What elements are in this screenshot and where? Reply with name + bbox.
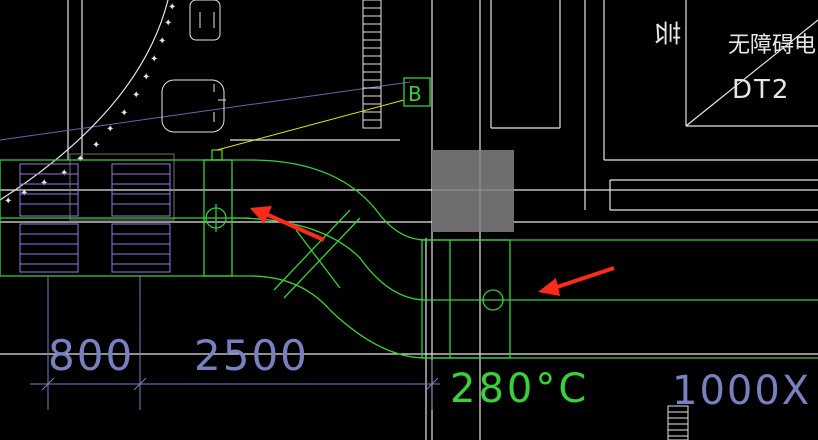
elevator-code: DT2 — [732, 75, 790, 105]
svg-text:✦: ✦ — [132, 90, 140, 101]
callout-letter: B — [408, 82, 422, 106]
elevator-text: 无障碍电 — [728, 33, 816, 58]
svg-text:✦: ✦ — [4, 196, 12, 207]
duct-run — [0, 149, 818, 359]
svg-text:✦: ✦ — [168, 2, 176, 13]
svg-text:✦: ✦ — [120, 108, 128, 119]
dimension-2500: 2500 — [194, 331, 309, 380]
curved-boundary — [0, 0, 169, 201]
svg-text:✦: ✦ — [106, 124, 114, 135]
red-arrow — [538, 266, 615, 296]
furniture-outlines — [161, 0, 226, 133]
air-grilles — [19, 163, 171, 273]
svg-text:✦: ✦ — [92, 140, 100, 151]
hatch-marks: ✦✦✦ ✦✦✦ ✦✦✦ ✦✦✦ ✦✦ — [4, 2, 176, 207]
svg-text:✦: ✦ — [150, 54, 158, 65]
equipment-outline — [69, 153, 175, 221]
fire-damper-circle[interactable] — [482, 289, 504, 311]
dimension-right: 1000X — [672, 368, 811, 414]
dimension-lines — [30, 276, 440, 410]
svg-text:✦: ✦ — [164, 18, 172, 29]
column-block — [432, 150, 514, 232]
temperature-label: 280°C — [450, 366, 589, 412]
callout-box[interactable] — [403, 77, 431, 107]
stair-symbol-bottom — [667, 405, 689, 440]
dimension-800: 800 — [48, 331, 134, 380]
rotated-label: 芸 — [651, 20, 681, 46]
svg-text:✦: ✦ — [142, 72, 150, 83]
red-arrow — [250, 206, 325, 242]
stair-symbol — [362, 0, 382, 129]
blue-reference-line — [0, 81, 411, 141]
svg-text:✦: ✦ — [158, 36, 166, 47]
svg-text:芸: 芸 — [651, 20, 681, 46]
callout-leader — [216, 99, 405, 151]
